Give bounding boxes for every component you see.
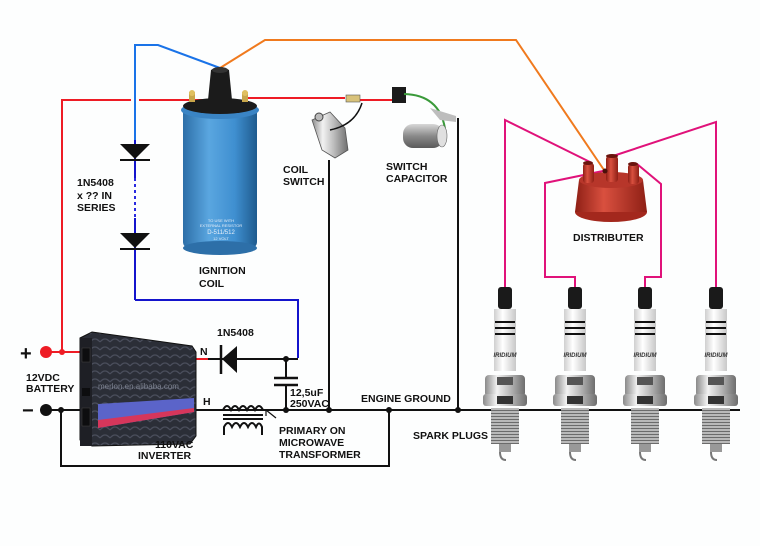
battery-positive-terminal: [40, 346, 52, 358]
ignition-coil-label-2: COIL: [199, 278, 225, 290]
spark-plug: IRIDIUM: [553, 287, 597, 461]
diode-string-label-1: 1N5408: [77, 177, 114, 189]
inverter-label-2: INVERTER: [138, 450, 192, 462]
inverter: merlon.en.alibaba.com: [79, 331, 197, 447]
spark-plugs: IRIDIUM IRIDIUM IRIDIUM IRIDIUM: [483, 287, 738, 461]
transformer-label-2: MICROWAVE: [279, 437, 344, 449]
junction-dots: [58, 349, 461, 413]
plug-brand: IRIDIUM: [564, 353, 588, 359]
switch-capacitor-label-2: CAPACITOR: [386, 173, 448, 185]
coil-switch: [311, 94, 363, 159]
series-diode-bottom: [120, 233, 150, 250]
diode-string-label-2: x ?? IN: [77, 190, 112, 202]
transformer-label-1: PRIMARY ON: [279, 425, 346, 437]
inverter-n-label: N: [200, 346, 208, 358]
distributer-label: DISTRIBUTER: [573, 232, 644, 244]
coil-switch-label-2: SWITCH: [283, 176, 324, 188]
rectifier-diode: [219, 345, 237, 374]
switch-capacitor-label-1: SWITCH: [386, 161, 427, 173]
coil-print-3: D-511/512: [207, 230, 235, 236]
inverter-label-1: 110VAC: [155, 439, 194, 451]
high-tension-wire: [219, 39, 605, 171]
plug-wires: [504, 118, 717, 290]
spark-plug: IRIDIUM: [623, 287, 667, 461]
capacitor: [274, 376, 298, 387]
spark-plug: IRIDIUM: [483, 287, 527, 461]
battery-minus-symbol: −: [22, 400, 34, 422]
inverter-h-label: H: [203, 396, 211, 408]
coil-print-4: 12 VOLT: [213, 236, 229, 241]
ignition-coil: TO USE WITH EXTERNAL RESISTOR D-511/512 …: [181, 67, 259, 255]
distributor-cap: [575, 154, 647, 222]
coil-print-2: EXTERNAL RESISTOR: [200, 223, 243, 228]
battery-label-2: BATTERY: [26, 383, 74, 395]
spark-plug: IRIDIUM: [694, 287, 738, 461]
plug-brand: IRIDIUM: [494, 353, 518, 359]
inverter-watermark: merlon.en.alibaba.com: [98, 382, 179, 391]
ignition-coil-label-1: IGNITION: [199, 265, 246, 277]
battery-negative-terminal: [40, 404, 52, 416]
spark-plugs-label: SPARK PLUGS: [413, 430, 488, 442]
switch-capacitor: [392, 87, 456, 148]
plug-brand: IRIDIUM: [634, 353, 658, 359]
engine-ground-label: ENGINE GROUND: [361, 393, 451, 405]
microwave-transformer-primary: [222, 405, 277, 435]
diode-string-wire: [134, 44, 299, 358]
coil-print-1: TO USE WITH: [208, 218, 234, 223]
rectifier-diode-label: 1N5408: [217, 327, 254, 339]
plug-brand: IRIDIUM: [705, 353, 729, 359]
series-diode-top: [120, 144, 150, 161]
capacitor-label-2: 250VAC: [290, 398, 329, 410]
diode-string-label-3: SERIES: [77, 202, 116, 214]
transformer-label-2: TRANSFORMER: [279, 449, 361, 461]
capacitor-label-1: 12,5uF: [290, 387, 324, 399]
battery-label-1: 12VDC: [26, 372, 60, 384]
battery-plus-symbol: +: [20, 343, 32, 365]
coil-switch-label-1: COIL: [283, 164, 309, 176]
